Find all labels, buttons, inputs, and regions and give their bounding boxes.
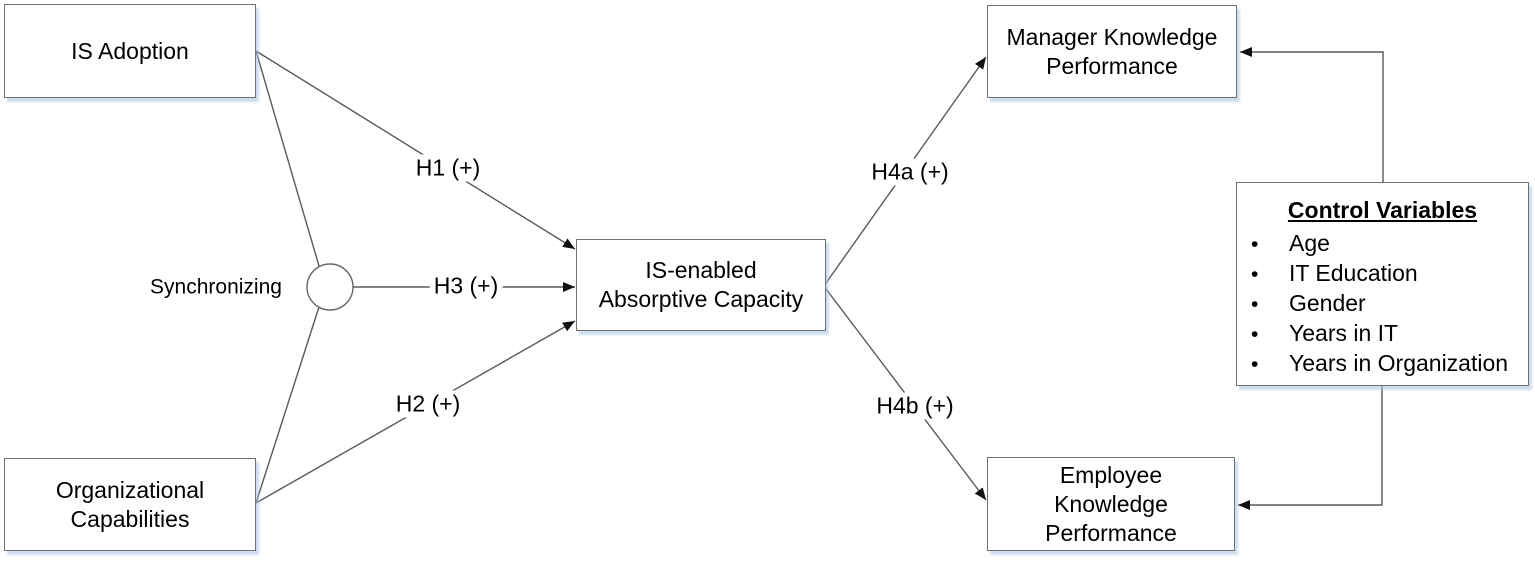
bullet-icon: • [1251,323,1259,346]
control-variable-label: Years in IT [1289,320,1399,346]
control-variable-item: • Years in Organization [1237,349,1528,379]
control-variable-label: Years in Organization [1289,350,1509,376]
h4b-label: H4b (+) [872,392,958,420]
h2-label: H2 (+) [391,390,465,418]
sync-line-from-is-adoption [255,50,320,267]
node-is-adoption: IS Adoption [4,4,256,98]
bullet-icon: • [1251,353,1259,376]
bullet-icon: • [1251,293,1259,316]
h1-arrow [255,50,576,250]
control-variable-item: • Years in IT [1237,319,1528,349]
control-variable-item: • Gender [1237,289,1528,319]
control-to-manager-arrow [1240,47,1384,184]
node-organizational-capabilities: Organizational Capabilities [4,458,256,551]
control-variable-label: Age [1289,230,1330,256]
bullet-icon: • [1251,263,1259,286]
node-manager-knowledge-performance: Manager Knowledge Performance [987,5,1237,98]
h4a-label: H4a (+) [867,158,953,186]
control-variable-item: • Age [1237,229,1528,259]
control-to-employee-arrow [1238,384,1383,510]
node-is-enabled-absorptive-capacity: IS-enabled Absorptive Capacity [576,239,826,331]
control-variables-box: Control Variables • Age • IT Education •… [1236,182,1529,386]
moderator-circle [306,263,354,311]
control-variable-label: Gender [1289,290,1366,316]
control-variable-label: IT Education [1289,260,1418,286]
h1-label: H1 (+) [411,154,485,182]
sync-line-from-org-capabilities [255,306,320,504]
h3-label: H3 (+) [429,272,503,300]
control-variables-title: Control Variables [1287,197,1478,223]
synchronizing-label: Synchronizing [150,275,282,299]
control-variable-item: • IT Education [1237,259,1528,289]
node-employee-knowledge-performance: Employee Knowledge Performance [987,457,1235,551]
bullet-icon: • [1251,233,1259,256]
